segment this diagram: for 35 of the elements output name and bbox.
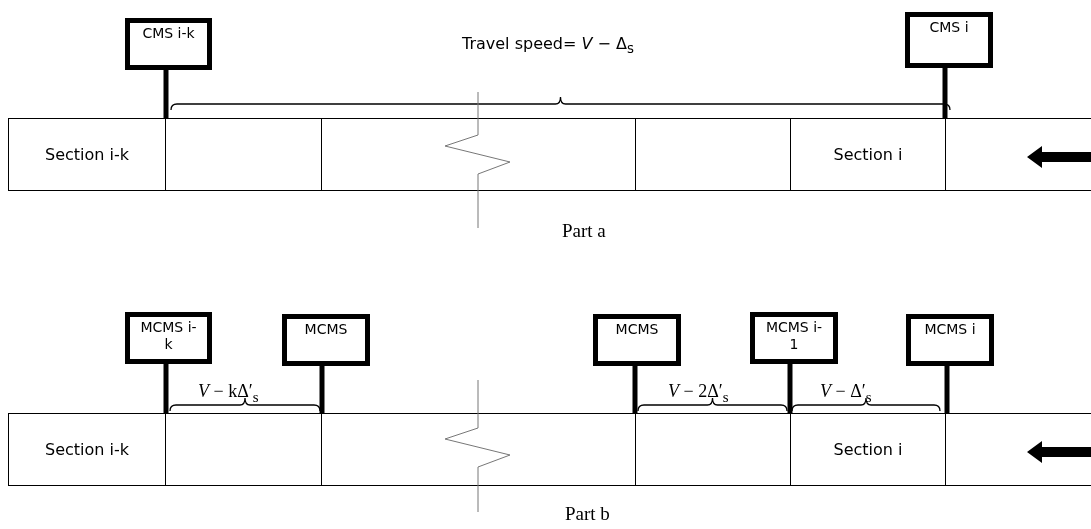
road-section — [635, 413, 791, 486]
section-label: Section i-k — [45, 145, 129, 164]
road-section — [165, 413, 322, 486]
sign-label: MCMS i-k — [140, 319, 197, 353]
sign-label: CMS i-k — [141, 25, 196, 42]
part-caption: Part b — [565, 503, 610, 525]
section-label: Section i — [833, 145, 903, 164]
road-section — [945, 118, 1091, 191]
road-section — [635, 118, 791, 191]
speed-label: Travel speed= V − Δ$_{s}$ — [462, 34, 634, 57]
sign-label: MCMS — [614, 321, 660, 338]
road-section — [321, 413, 636, 486]
sign-label: MCMS — [303, 321, 349, 338]
sign-label: MCMS i — [923, 321, 977, 338]
section-label: Section i-k — [45, 440, 129, 459]
sign-board — [125, 312, 212, 364]
road-section — [790, 413, 946, 486]
part-caption: Part a — [562, 220, 606, 242]
speed-label: V − 2Δ′$_{s}$ — [668, 381, 729, 406]
section-label: Section i — [833, 440, 903, 459]
sign-board — [125, 18, 212, 70]
road-section — [8, 118, 166, 191]
road-section — [8, 413, 166, 486]
road-section — [165, 118, 322, 191]
sign-board — [750, 312, 838, 364]
sign-label: MCMS i-1 — [765, 319, 823, 353]
road-section — [321, 118, 636, 191]
sign-board — [906, 314, 994, 366]
sign-board — [905, 12, 993, 68]
sign-board — [282, 314, 370, 366]
road-section — [790, 118, 946, 191]
sign-label: CMS i — [928, 19, 970, 36]
speed-label: V − kΔ′$_{s}$ — [198, 381, 259, 406]
road-section — [945, 413, 1091, 486]
sign-board — [593, 314, 681, 366]
